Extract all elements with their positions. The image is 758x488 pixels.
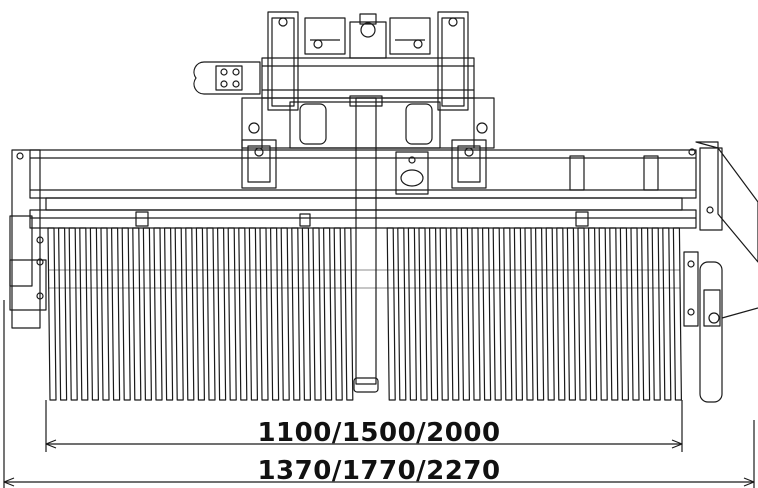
tine xyxy=(165,228,173,400)
tine xyxy=(504,228,512,400)
tine xyxy=(620,228,628,400)
tine xyxy=(546,228,554,400)
tine xyxy=(122,228,130,400)
tine xyxy=(567,228,575,400)
tine xyxy=(196,228,204,400)
tine xyxy=(398,228,406,400)
tine xyxy=(673,228,681,400)
tine xyxy=(461,228,469,400)
beam-hooks xyxy=(136,156,658,226)
tine xyxy=(408,228,416,400)
left-side-plate xyxy=(10,150,46,328)
tine xyxy=(59,228,67,400)
tine xyxy=(260,228,268,400)
outer-width-label: 1370/1770/2270 xyxy=(257,456,501,486)
three-point-hitch xyxy=(262,12,474,110)
drive-shaft xyxy=(350,96,382,392)
tine xyxy=(218,228,226,400)
tine xyxy=(228,228,236,400)
dimension-lines xyxy=(4,300,754,488)
tine xyxy=(175,228,183,400)
tine xyxy=(186,228,194,400)
tine xyxy=(387,228,395,400)
tine xyxy=(101,228,109,400)
tine xyxy=(292,228,300,400)
tine xyxy=(430,228,438,400)
tine xyxy=(557,228,565,400)
tine xyxy=(249,228,257,400)
tine xyxy=(419,228,427,400)
tine xyxy=(143,228,151,400)
main-beam xyxy=(30,150,696,228)
right-side-plate xyxy=(684,142,758,402)
tine xyxy=(90,228,98,400)
tine xyxy=(652,228,660,400)
tine xyxy=(472,228,480,400)
tine xyxy=(154,228,162,400)
tine xyxy=(302,228,310,400)
tine xyxy=(483,228,491,400)
tine xyxy=(589,228,597,400)
tine xyxy=(207,228,215,400)
lower-link-brackets xyxy=(242,140,486,194)
tine xyxy=(631,228,639,400)
tine xyxy=(525,228,533,400)
tine xyxy=(642,228,650,400)
tine xyxy=(493,228,501,400)
tine xyxy=(80,228,88,400)
tine xyxy=(324,228,332,400)
tine xyxy=(239,228,247,400)
tine xyxy=(578,228,586,400)
tine xyxy=(133,228,141,400)
hydraulic-motor xyxy=(194,62,260,94)
tine xyxy=(48,228,56,400)
tine xyxy=(536,228,544,400)
tine xyxy=(610,228,618,400)
tine xyxy=(281,228,289,400)
inner-width-label: 1100/1500/2000 xyxy=(257,418,501,448)
tine xyxy=(112,228,120,400)
tine xyxy=(69,228,77,400)
tine xyxy=(451,228,459,400)
tines xyxy=(48,228,681,400)
tine xyxy=(345,228,353,400)
tine xyxy=(514,228,522,400)
tine xyxy=(599,228,607,400)
tine xyxy=(271,228,279,400)
gearbox xyxy=(242,98,494,148)
tine xyxy=(663,228,671,400)
tine xyxy=(313,228,321,400)
tine xyxy=(440,228,448,400)
tine xyxy=(334,228,342,400)
